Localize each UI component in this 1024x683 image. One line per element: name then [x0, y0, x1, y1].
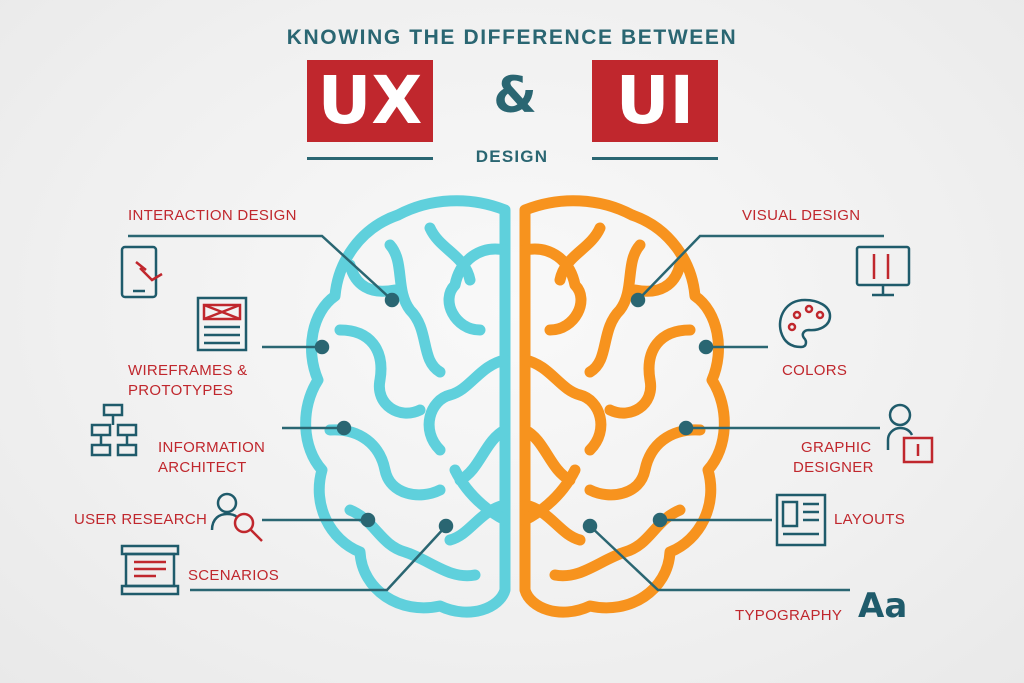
- ux-label-prototypes: PROTOTYPES: [128, 382, 234, 399]
- ux-title-box: UX: [307, 60, 433, 142]
- ui-brain-hemisphere: [519, 195, 730, 618]
- ux-label-information: INFORMATION: [158, 439, 266, 456]
- ampersand: &: [493, 66, 537, 124]
- ui-label-typography: TYPOGRAPHY: [735, 607, 843, 624]
- ux-label-user-research: USER RESEARCH: [74, 511, 208, 528]
- ui-label-designer: DESIGNER: [793, 459, 874, 476]
- designer-icon: [886, 403, 934, 464]
- tablet-touch-icon: [120, 245, 163, 299]
- typography-icon: Aa: [858, 586, 908, 626]
- page-title: KNOWING THE DIFFERENCE BETWEEN: [286, 26, 738, 49]
- ux-brain-hemisphere: [300, 195, 511, 618]
- layout-icon: [775, 493, 827, 547]
- right-underline: [592, 157, 718, 160]
- page-subtitle: DESIGN: [475, 147, 549, 166]
- ui-label-graphic: GRAPHIC: [801, 439, 872, 456]
- scroll-document-icon: [120, 544, 180, 596]
- left-underline: [307, 157, 433, 160]
- wireframe-icon: [196, 296, 248, 352]
- ux-label-scenarios: SCENARIOS: [188, 567, 280, 584]
- ux-leader-lines: [128, 234, 454, 592]
- ui-label-visual-design: VISUAL DESIGN: [742, 207, 861, 224]
- palette-icon: [778, 298, 832, 349]
- ux-label-interaction-design: INTERACTION DESIGN: [128, 207, 297, 224]
- ui-title-box: UI: [592, 60, 718, 142]
- sitemap-icon: [90, 403, 138, 457]
- ui-label-layouts: LAYOUTS: [834, 511, 906, 528]
- ui-leader-lines: [582, 234, 884, 592]
- ux-label-architect: ARCHITECT: [158, 459, 247, 476]
- monitor-tools-icon: [855, 245, 911, 297]
- ui-label-colors: COLORS: [782, 362, 848, 379]
- user-search-icon: [210, 492, 263, 542]
- ux-label-wireframes: WIREFRAMES &: [128, 362, 248, 379]
